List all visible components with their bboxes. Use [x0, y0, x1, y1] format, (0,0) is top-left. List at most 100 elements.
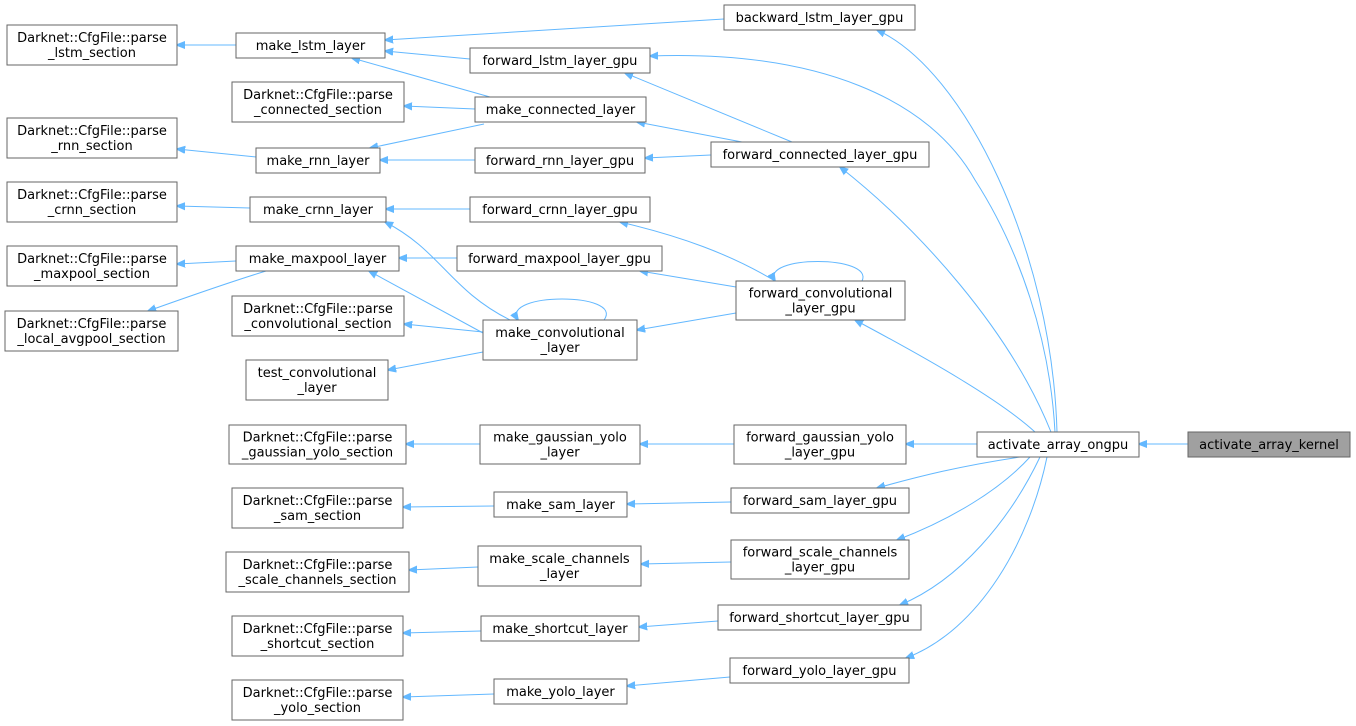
node-label: Darknet::CfgFile::parse — [17, 124, 167, 139]
node-box[interactable] — [493, 491, 628, 518]
node-box[interactable] — [228, 424, 407, 465]
node-box[interactable] — [249, 196, 387, 223]
node-forward-gaussian-yolo-layer-gpu[interactable]: forward_gaussian_yolo_layer_gpu — [733, 424, 907, 465]
node-parse-connected-section[interactable]: Darknet::CfgFile::parse_connected_sectio… — [231, 81, 405, 123]
node-box[interactable] — [477, 545, 642, 587]
node-box[interactable] — [493, 678, 628, 705]
node-box[interactable] — [976, 431, 1140, 458]
node-activate-array-kernel[interactable]: activate_array_kernel — [1187, 431, 1351, 458]
edge-forward-rnn-layer-gpu-to-forward-connected-layer-gpu — [645, 155, 712, 158]
edge-forward-convolutional-layer-gpu-to-forward-convolutional-layer-gpu — [774, 261, 864, 282]
node-parse-yolo-section[interactable]: Darknet::CfgFile::parse_yolo_section — [231, 679, 404, 721]
node-box[interactable] — [469, 47, 651, 74]
node-label: make_maxpool_layer — [249, 252, 387, 267]
node-box[interactable] — [225, 551, 410, 593]
node-box[interactable] — [1187, 431, 1351, 458]
node-forward-shortcut-layer-gpu[interactable]: forward_shortcut_layer_gpu — [717, 604, 922, 631]
edge-parse-scale-channels-section-to-make-scale-channels-layer — [409, 567, 479, 570]
node-label: _maxpool_section — [33, 267, 150, 282]
node-parse-convolutional-section[interactable]: Darknet::CfgFile::parse_convolutional_se… — [231, 295, 405, 337]
node-box[interactable] — [733, 424, 907, 465]
node-box[interactable] — [456, 245, 663, 272]
node-make-crnn-layer[interactable]: make_crnn_layer — [249, 196, 387, 223]
node-parse-sam-section[interactable]: Darknet::CfgFile::parse_sam_section — [231, 487, 404, 529]
node-parse-local-avgpool-section[interactable]: Darknet::CfgFile::parse_local_avgpool_se… — [4, 310, 179, 352]
node-box[interactable] — [480, 615, 640, 642]
node-activate-array-ongpu[interactable]: activate_array_ongpu — [976, 431, 1140, 458]
node-label: test_convolutional — [258, 366, 377, 381]
node-test-convolutional-layer[interactable]: test_convolutional_layer — [245, 359, 389, 401]
node-label: forward_maxpool_layer_gpu — [468, 252, 651, 267]
node-parse-maxpool-section[interactable]: Darknet::CfgFile::parse_maxpool_section — [6, 245, 178, 287]
node-box[interactable] — [474, 96, 647, 123]
edge-forward-lstm-layer-gpu-to-activate-array-ongpu — [650, 56, 1056, 433]
node-label: Darknet::CfgFile::parse — [243, 494, 393, 509]
node-label: _gaussian_yolo_section — [241, 446, 393, 461]
node-forward-crnn-layer-gpu[interactable]: forward_crnn_layer_gpu — [469, 196, 651, 223]
node-box[interactable] — [6, 24, 178, 66]
node-box[interactable] — [235, 245, 400, 272]
node-parse-gaussian-yolo-section[interactable]: Darknet::CfgFile::parse_gaussian_yolo_se… — [228, 424, 407, 465]
node-box[interactable] — [482, 319, 638, 361]
node-make-connected-layer[interactable]: make_connected_layer — [474, 96, 647, 123]
node-parse-scale-channels-section[interactable]: Darknet::CfgFile::parse_scale_channels_s… — [225, 551, 410, 593]
node-forward-lstm-layer-gpu[interactable]: forward_lstm_layer_gpu — [469, 47, 651, 74]
node-box[interactable] — [235, 32, 386, 59]
node-box[interactable] — [469, 196, 651, 223]
node-box[interactable] — [729, 657, 910, 684]
node-make-sam-layer[interactable]: make_sam_layer — [493, 491, 628, 518]
node-make-convolutional-layer[interactable]: make_convolutional_layer — [482, 319, 638, 361]
node-box[interactable] — [231, 679, 404, 721]
node-label: make_crnn_layer — [263, 203, 374, 218]
node-label: make_lstm_layer — [256, 39, 366, 54]
node-box[interactable] — [730, 487, 910, 514]
node-box[interactable] — [231, 295, 405, 337]
edge-make-shortcut-layer-to-forward-shortcut-layer-gpu — [639, 620, 719, 627]
node-box[interactable] — [730, 539, 910, 580]
node-box[interactable] — [6, 181, 178, 223]
node-box[interactable] — [231, 615, 404, 657]
node-backward-lstm-layer-gpu[interactable]: backward_lstm_layer_gpu — [723, 4, 916, 31]
node-forward-scale-channels-layer-gpu[interactable]: forward_scale_channels_layer_gpu — [730, 539, 910, 580]
node-make-scale-channels-layer[interactable]: make_scale_channels_layer — [477, 545, 642, 587]
node-make-yolo-layer[interactable]: make_yolo_layer — [493, 678, 628, 705]
node-parse-lstm-section[interactable]: Darknet::CfgFile::parse_lstm_section — [6, 24, 178, 66]
node-label: Darknet::CfgFile::parse — [17, 317, 167, 332]
node-make-shortcut-layer[interactable]: make_shortcut_layer — [480, 615, 640, 642]
node-box[interactable] — [710, 141, 930, 168]
node-parse-crnn-section[interactable]: Darknet::CfgFile::parse_crnn_section — [6, 181, 178, 223]
node-parse-rnn-section[interactable]: Darknet::CfgFile::parse_rnn_section — [6, 117, 178, 159]
node-box[interactable] — [717, 604, 922, 631]
node-box[interactable] — [735, 280, 906, 321]
node-forward-yolo-layer-gpu[interactable]: forward_yolo_layer_gpu — [729, 657, 910, 684]
node-box[interactable] — [231, 81, 405, 123]
node-label: _layer_gpu — [784, 302, 855, 317]
node-forward-rnn-layer-gpu[interactable]: forward_rnn_layer_gpu — [474, 147, 646, 174]
node-parse-shortcut-section[interactable]: Darknet::CfgFile::parse_shortcut_section — [231, 615, 404, 657]
node-box[interactable] — [474, 147, 646, 174]
node-forward-convolutional-layer-gpu[interactable]: forward_convolutional_layer_gpu — [735, 280, 906, 321]
node-box[interactable] — [6, 117, 178, 159]
node-forward-connected-layer-gpu[interactable]: forward_connected_layer_gpu — [710, 141, 930, 168]
node-make-lstm-layer[interactable]: make_lstm_layer — [235, 32, 386, 59]
node-forward-maxpool-layer-gpu[interactable]: forward_maxpool_layer_gpu — [456, 245, 663, 272]
node-box[interactable] — [255, 147, 381, 174]
node-box[interactable] — [723, 4, 916, 31]
node-make-maxpool-layer[interactable]: make_maxpool_layer — [235, 245, 400, 272]
node-make-rnn-layer[interactable]: make_rnn_layer — [255, 147, 381, 174]
node-box[interactable] — [245, 359, 389, 401]
edge-parse-connected-section-to-make-connected-layer — [404, 106, 476, 109]
node-label: Darknet::CfgFile::parse — [243, 88, 393, 103]
node-box[interactable] — [4, 310, 179, 352]
node-box[interactable] — [231, 487, 404, 529]
node-label: make_yolo_layer — [506, 685, 615, 700]
edge-make-maxpool-layer-to-make-convolutional-layer — [369, 271, 484, 334]
node-label: forward_connected_layer_gpu — [723, 148, 918, 163]
node-box[interactable] — [6, 245, 178, 287]
node-make-gaussian-yolo-layer[interactable]: make_gaussian_yolo_layer — [479, 424, 641, 465]
node-label: _lstm_section — [47, 46, 136, 61]
node-box[interactable] — [479, 424, 641, 465]
node-label: forward_convolutional — [749, 287, 893, 302]
node-label: forward_crnn_layer_gpu — [482, 203, 637, 218]
node-forward-sam-layer-gpu[interactable]: forward_sam_layer_gpu — [730, 487, 910, 514]
